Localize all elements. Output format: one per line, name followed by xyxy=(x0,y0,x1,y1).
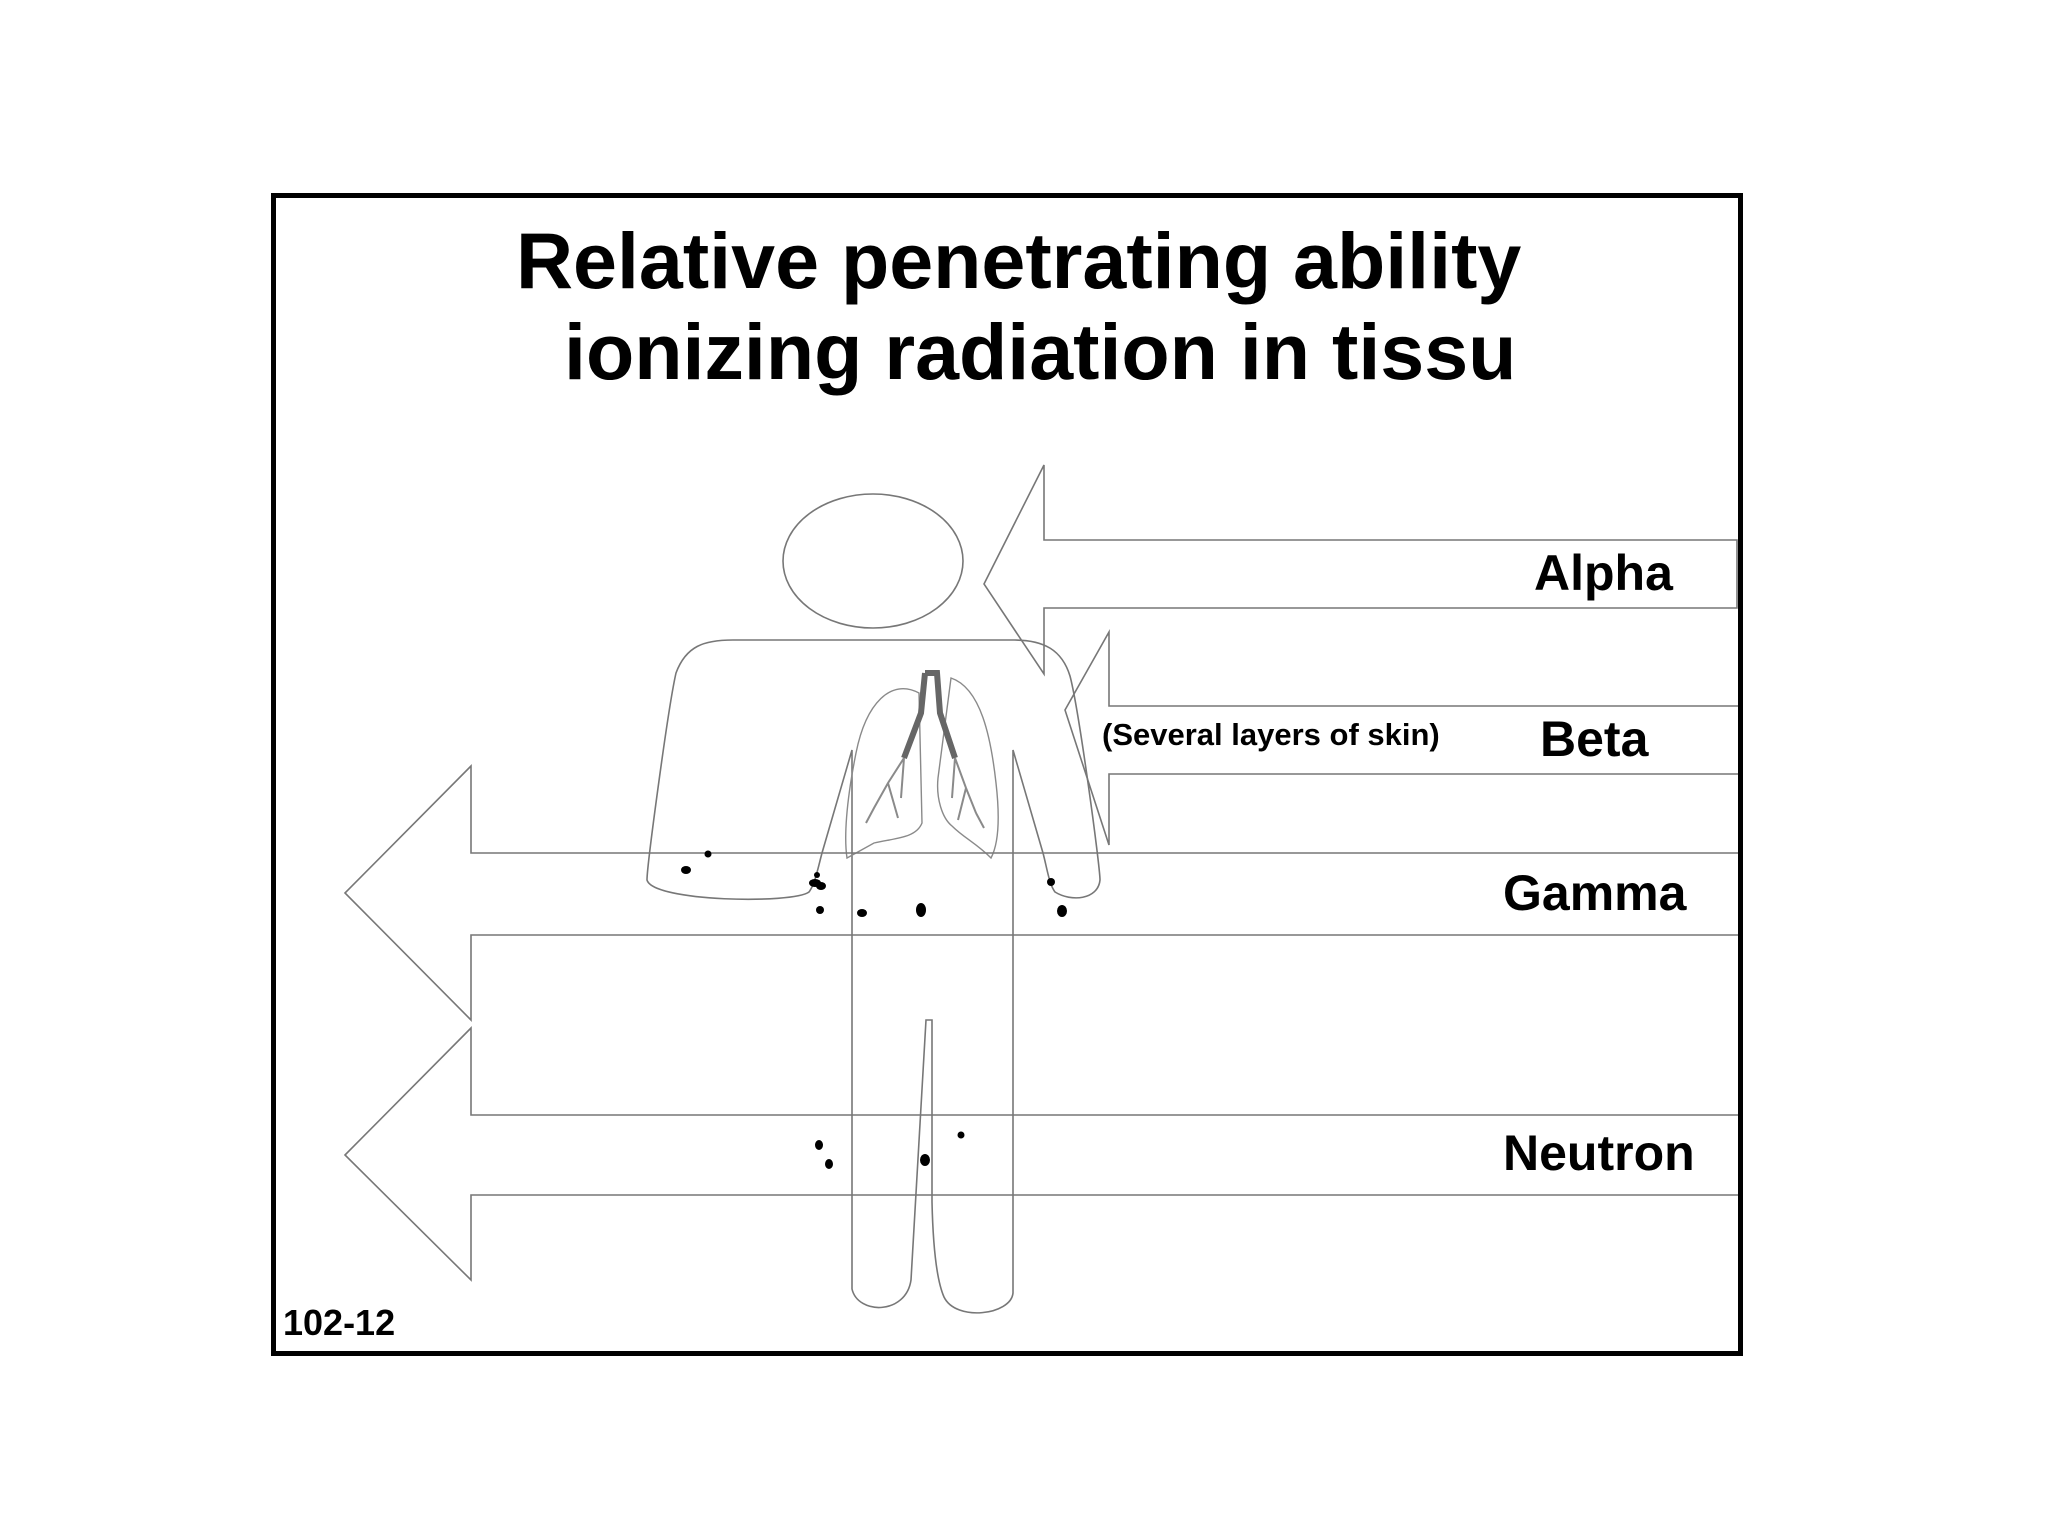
slide-frame: Relative penetrating ability ionizing ra… xyxy=(271,193,1743,1356)
beta-label: Beta xyxy=(1540,711,1649,767)
title-line-1: Relative penetrating ability xyxy=(516,216,1522,305)
gamma-label: Gamma xyxy=(1503,865,1687,921)
title-line-2: ionizing radiation in tissu xyxy=(564,307,1517,396)
figure-torso xyxy=(646,639,1101,1314)
trachea xyxy=(901,670,958,760)
lungs-illustration xyxy=(845,670,999,860)
right-lung xyxy=(936,677,999,860)
figure-head xyxy=(782,493,964,629)
beta-skin-note: (Several layers of skin) xyxy=(1102,717,1440,752)
gamma-arrow xyxy=(343,764,1738,1022)
bronchi xyxy=(865,757,985,829)
alpha-label: Alpha xyxy=(1534,545,1673,601)
human-figure xyxy=(646,493,1101,1314)
plate-id: 102-12 xyxy=(283,1302,396,1343)
neutron-label: Neutron xyxy=(1503,1125,1695,1181)
left-lung xyxy=(845,687,923,860)
neutron-arrow xyxy=(343,1026,1738,1282)
slide-title: Relative penetrating ability ionizing ra… xyxy=(516,215,1521,397)
alpha-arrow xyxy=(983,464,1738,677)
ionization-dots xyxy=(681,850,1067,1169)
beta-arrow xyxy=(1064,628,1738,846)
penetration-diagram xyxy=(343,464,1738,1314)
